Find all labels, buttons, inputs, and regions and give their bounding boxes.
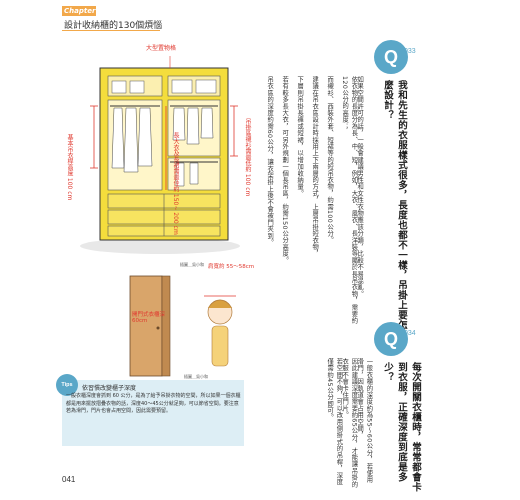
q034-col-3: 若空間不夠，可以改用側掛式的吊桿，深度僅需約45公分即可。 bbox=[326, 358, 343, 486]
q033-col-3: 而襯衫、西裝外套、短裙等的短吊衣物，約需100公分。 bbox=[326, 76, 334, 244]
q033-number: 033 bbox=[404, 48, 416, 55]
label-long-short: 基本吊衣桿高度 100 cm bbox=[66, 134, 73, 201]
label-shirt: 吊掛區襯衫需最低約 100 cm bbox=[244, 118, 251, 197]
door-drawing bbox=[129, 275, 236, 377]
q033-badge: Q bbox=[374, 40, 408, 74]
chapter-divider bbox=[62, 30, 160, 31]
q033-col-2: 依衣物的長度分為長、中、短，例如，大衣、風衣、長洋裝等屬於長吊衣物，需要約120… bbox=[341, 76, 358, 324]
illustration-credit: 插圖＿吳小和 bbox=[180, 262, 204, 267]
q033-col-4: 建議在吊衣區設計時採用上下兩層的方式，上層吊掛短衣物， bbox=[311, 76, 319, 257]
q034-col-2: 因此建議深度需要約65公分，才能讓吊掛的衣服不會卡住門片。 bbox=[341, 358, 358, 488]
tips-title: 依習慣改變櫃子深度 bbox=[82, 385, 137, 392]
q034-number: 034 bbox=[404, 330, 416, 337]
label-shoulder-width: 肩寬約 55～58cm bbox=[208, 264, 255, 270]
q033-title: 我和先生的衣服樣式很多，長度也都不一樣，吊掛上要怎麼設計？ bbox=[382, 80, 407, 330]
q033-col-1: 如果空間許可的話，一般會建議男性和女性衣物應該分類，比較不易混亂。 bbox=[356, 76, 364, 298]
q034-title: 每次開關衣櫃時，常常都會卡到衣服，正確深度到底是多少？ bbox=[382, 362, 421, 492]
tips-body: 一般衣櫃深度會抓到 60 公分，是為了給予吊掛衣物的空間，所以如果一個衣櫃都是用… bbox=[66, 393, 241, 414]
door-figure: 肩寬約 55～58cm 開門式衣櫃深 60cm 插圖＿吳小和 bbox=[120, 264, 260, 380]
page-number: 041 bbox=[62, 475, 76, 484]
illustration-credit-2: 插圖＿吳小和 bbox=[184, 374, 208, 379]
closet-illustration: 大型置物格 基本吊衣桿高度 100 cm 長大衣及長裙需最佳約 150~ 200… bbox=[60, 45, 260, 268]
chapter-label: Chapter 1 bbox=[64, 7, 103, 15]
chapter-tab bbox=[62, 6, 96, 16]
q033-col-6: 若有較多長大衣，可另外規劃一個長吊區，約需150公分高度。 bbox=[281, 76, 289, 264]
label-door-depth: 開門式衣櫃深 60cm bbox=[132, 312, 166, 325]
label-long-coat: 長大衣及長裙需最佳約 150~ 200 cm bbox=[172, 132, 179, 235]
q034-col-1: 一般衣櫃的深度約為55～60公分，若使用滑門，因軌道會占用空間， bbox=[356, 358, 373, 483]
label-large-item: 大型置物格 bbox=[146, 45, 177, 52]
closet-drawing bbox=[80, 56, 240, 254]
q033-col-5: 下層則吊掛長褲或短裙，以增加收納量。 bbox=[296, 76, 304, 197]
chapter-title: 設計收納櫃的130個煩惱 bbox=[64, 21, 163, 31]
tips-box bbox=[62, 380, 244, 446]
q033-col-7: 吊衣區的深度約需60公分，讓衣架掛上後不會被門夾到。 bbox=[266, 76, 274, 246]
tips-badge: Tips bbox=[56, 374, 78, 396]
q034-badge: Q bbox=[374, 322, 408, 356]
